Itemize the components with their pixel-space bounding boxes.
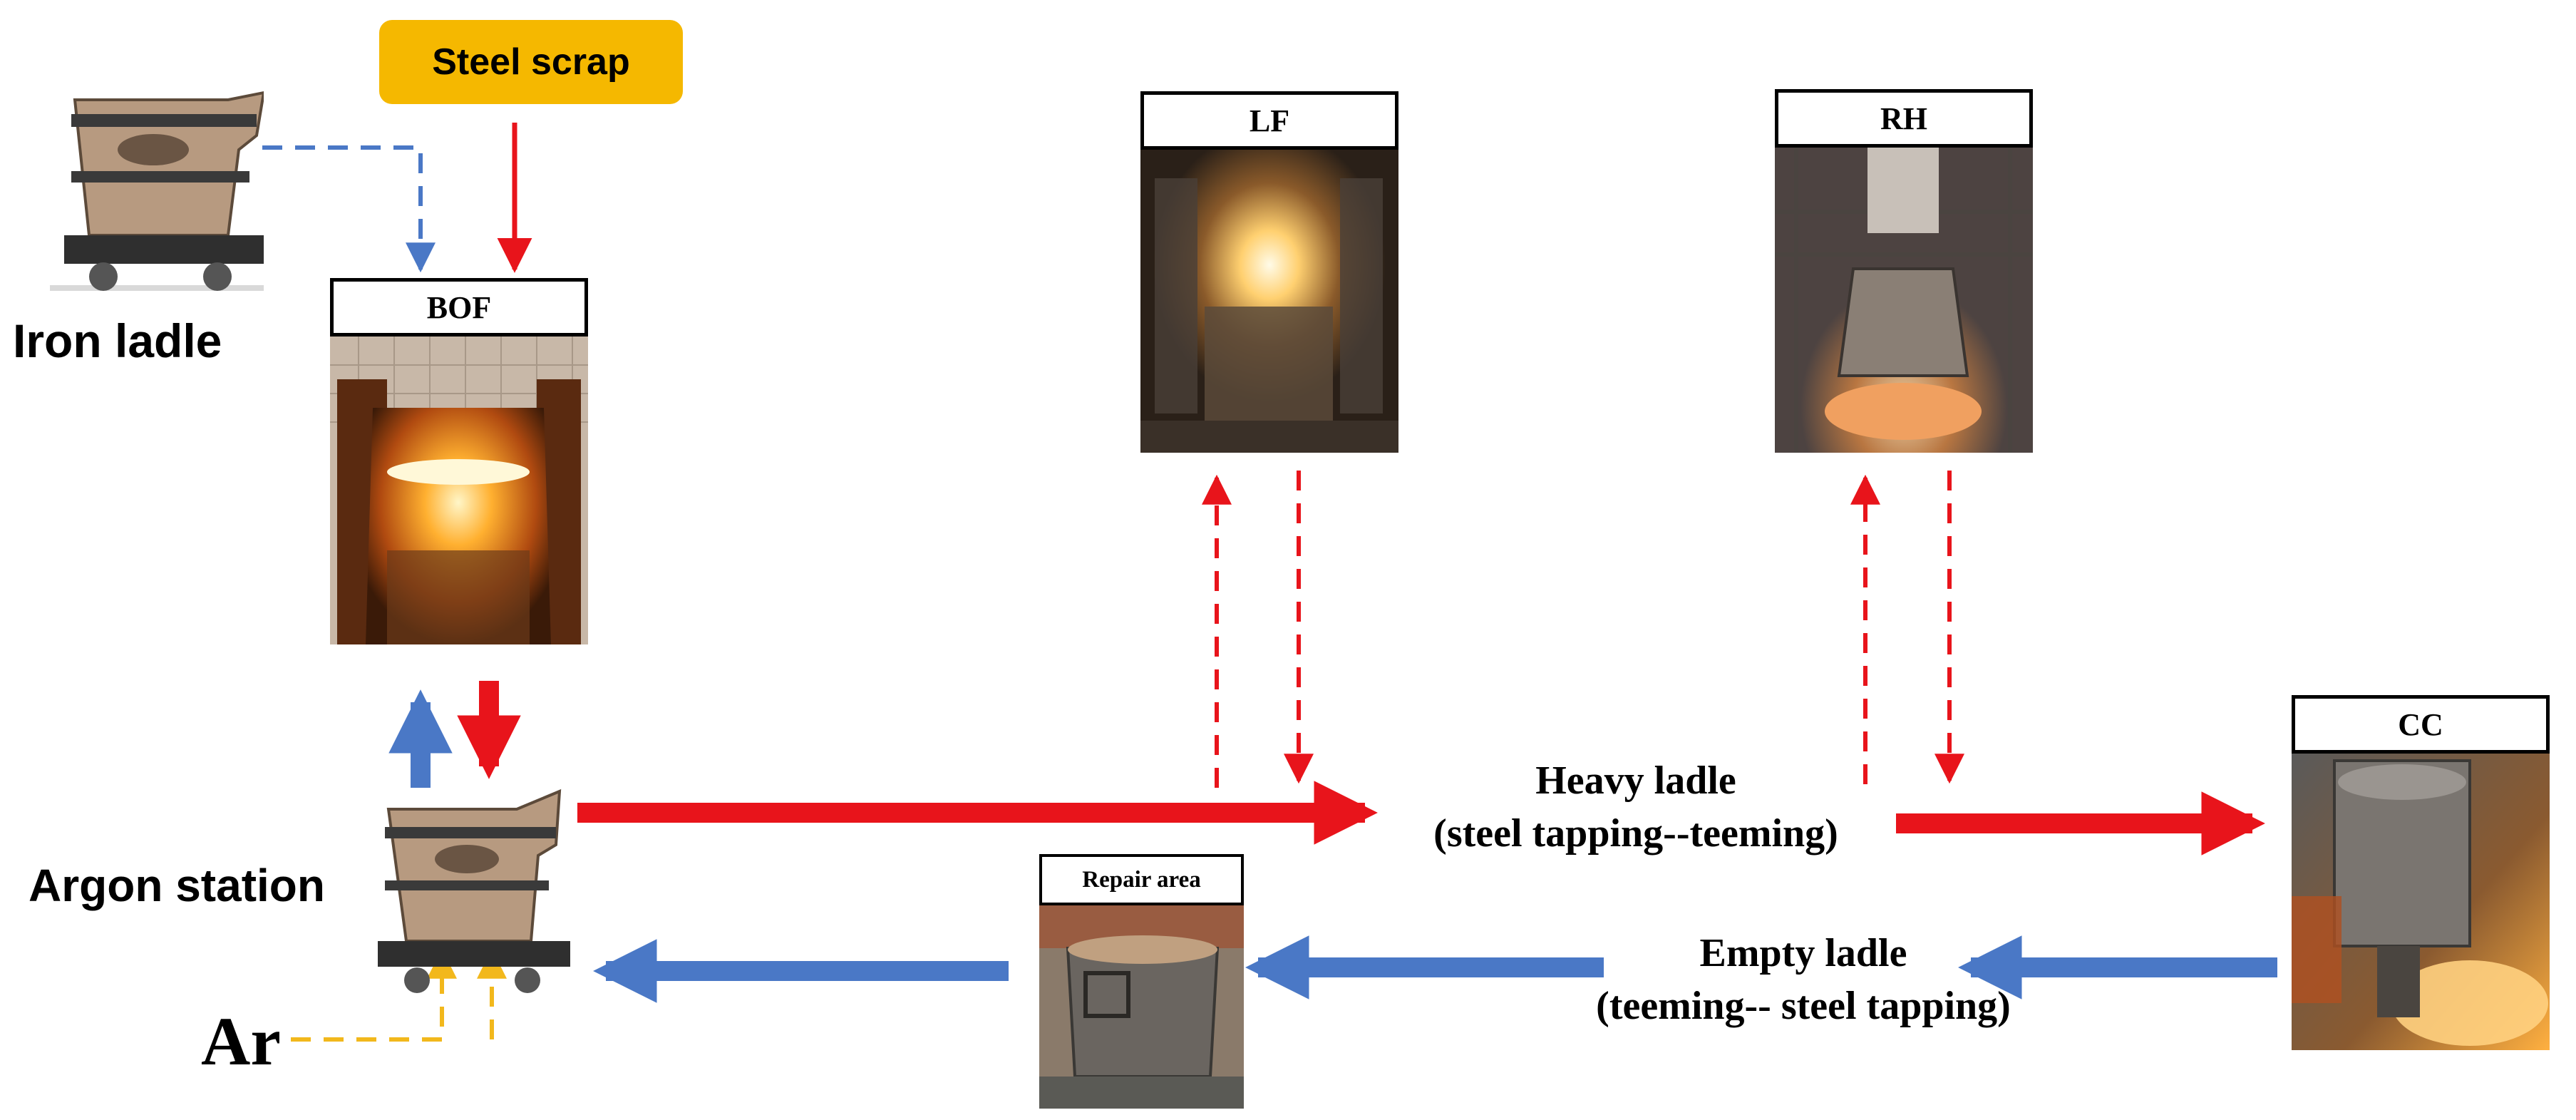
lf-furnace-image: [1140, 150, 1398, 453]
ar-label: Ar: [201, 1003, 281, 1079]
iron-ladle-to-bof-arrow: [262, 145, 436, 273]
heavy-ladle-title: Heavy ladle: [1535, 759, 1736, 803]
empty-ladle-label: Empty ladle (teeming-- steel tapping): [1525, 927, 2081, 1032]
repair-area-label: Repair area: [1082, 866, 1201, 893]
bof-label: BOF: [426, 289, 492, 325]
heavy-ladle-subtitle: (steel tapping--teeming): [1433, 811, 1838, 856]
iron-ladle-image: [50, 71, 264, 299]
repair-area-image: [1039, 905, 1244, 1109]
bof-furnace-image: [330, 336, 588, 644]
heavy-ladle-label: Heavy ladle (steel tapping--teeming): [1372, 754, 1900, 860]
cc-title-box: CC: [2292, 695, 2550, 754]
argon-station-label: Argon station: [29, 860, 325, 911]
rh-degasser-image: [1775, 148, 2033, 453]
ar-supply-line-1: [291, 948, 457, 1042]
steel-scrap-badge: Steel scrap: [379, 20, 683, 104]
lf-label: LF: [1249, 103, 1290, 138]
repair-area-title-box: Repair area: [1039, 854, 1244, 905]
empty-ladle-title: Empty ladle: [1699, 931, 1907, 975]
steel-scrap-label: Steel scrap: [432, 41, 630, 83]
iron-ladle-label: Iron ladle: [13, 314, 222, 367]
cc-caster-image: [2292, 754, 2550, 1050]
lf-title-box: LF: [1140, 91, 1398, 150]
rh-title-box: RH: [1775, 89, 2033, 148]
bof-title-box: BOF: [330, 278, 588, 336]
cc-label: CC: [2398, 707, 2443, 742]
empty-ladle-subtitle: (teeming-- steel tapping): [1596, 984, 2011, 1028]
argon-station-ladle-image: [374, 788, 570, 1002]
rh-label: RH: [1880, 101, 1927, 136]
